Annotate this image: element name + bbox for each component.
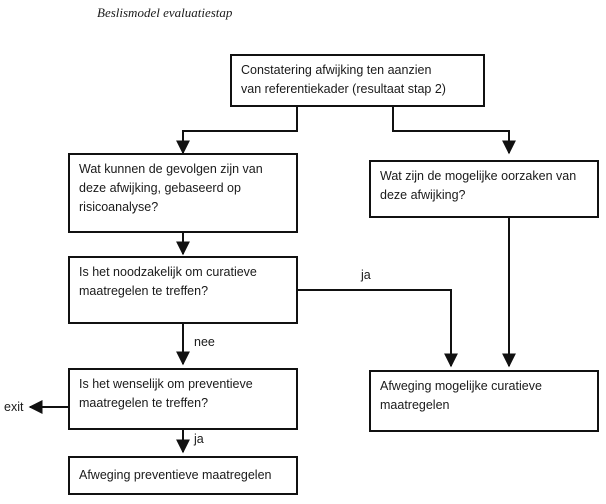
node-causes-question: Wat zijn de mogelijke oorzaken van deze … bbox=[369, 160, 599, 218]
node-observation: Constatering afwijking ten aanzien van r… bbox=[230, 54, 485, 107]
edge-label-exit: exit bbox=[4, 400, 24, 414]
edge-label-yes-curative: ja bbox=[361, 268, 371, 282]
node-consequences-question: Wat kunnen de gevolgen zijn van deze afw… bbox=[68, 153, 298, 233]
node-necessary-question: Is het noodzakelijk om curatieve maatreg… bbox=[68, 256, 298, 324]
diagram-title: Beslismodel evaluatiestap bbox=[97, 5, 233, 20]
edge-label-yes-preventive: ja bbox=[194, 432, 204, 446]
arrow-start-to-causes bbox=[392, 107, 516, 155]
node-preventive-measures: Afweging preventieve maatregelen bbox=[68, 456, 298, 495]
arrow-start-to-consequences bbox=[176, 107, 298, 155]
edge-label-no: nee bbox=[194, 335, 215, 349]
node-desirable-question: Is het wenselijk om preventieve maatrege… bbox=[68, 368, 298, 430]
node-curative-measures: Afweging mogelijke curatieve maatregelen bbox=[369, 370, 599, 432]
arrow-necessary-yes-to-curative bbox=[297, 289, 458, 368]
